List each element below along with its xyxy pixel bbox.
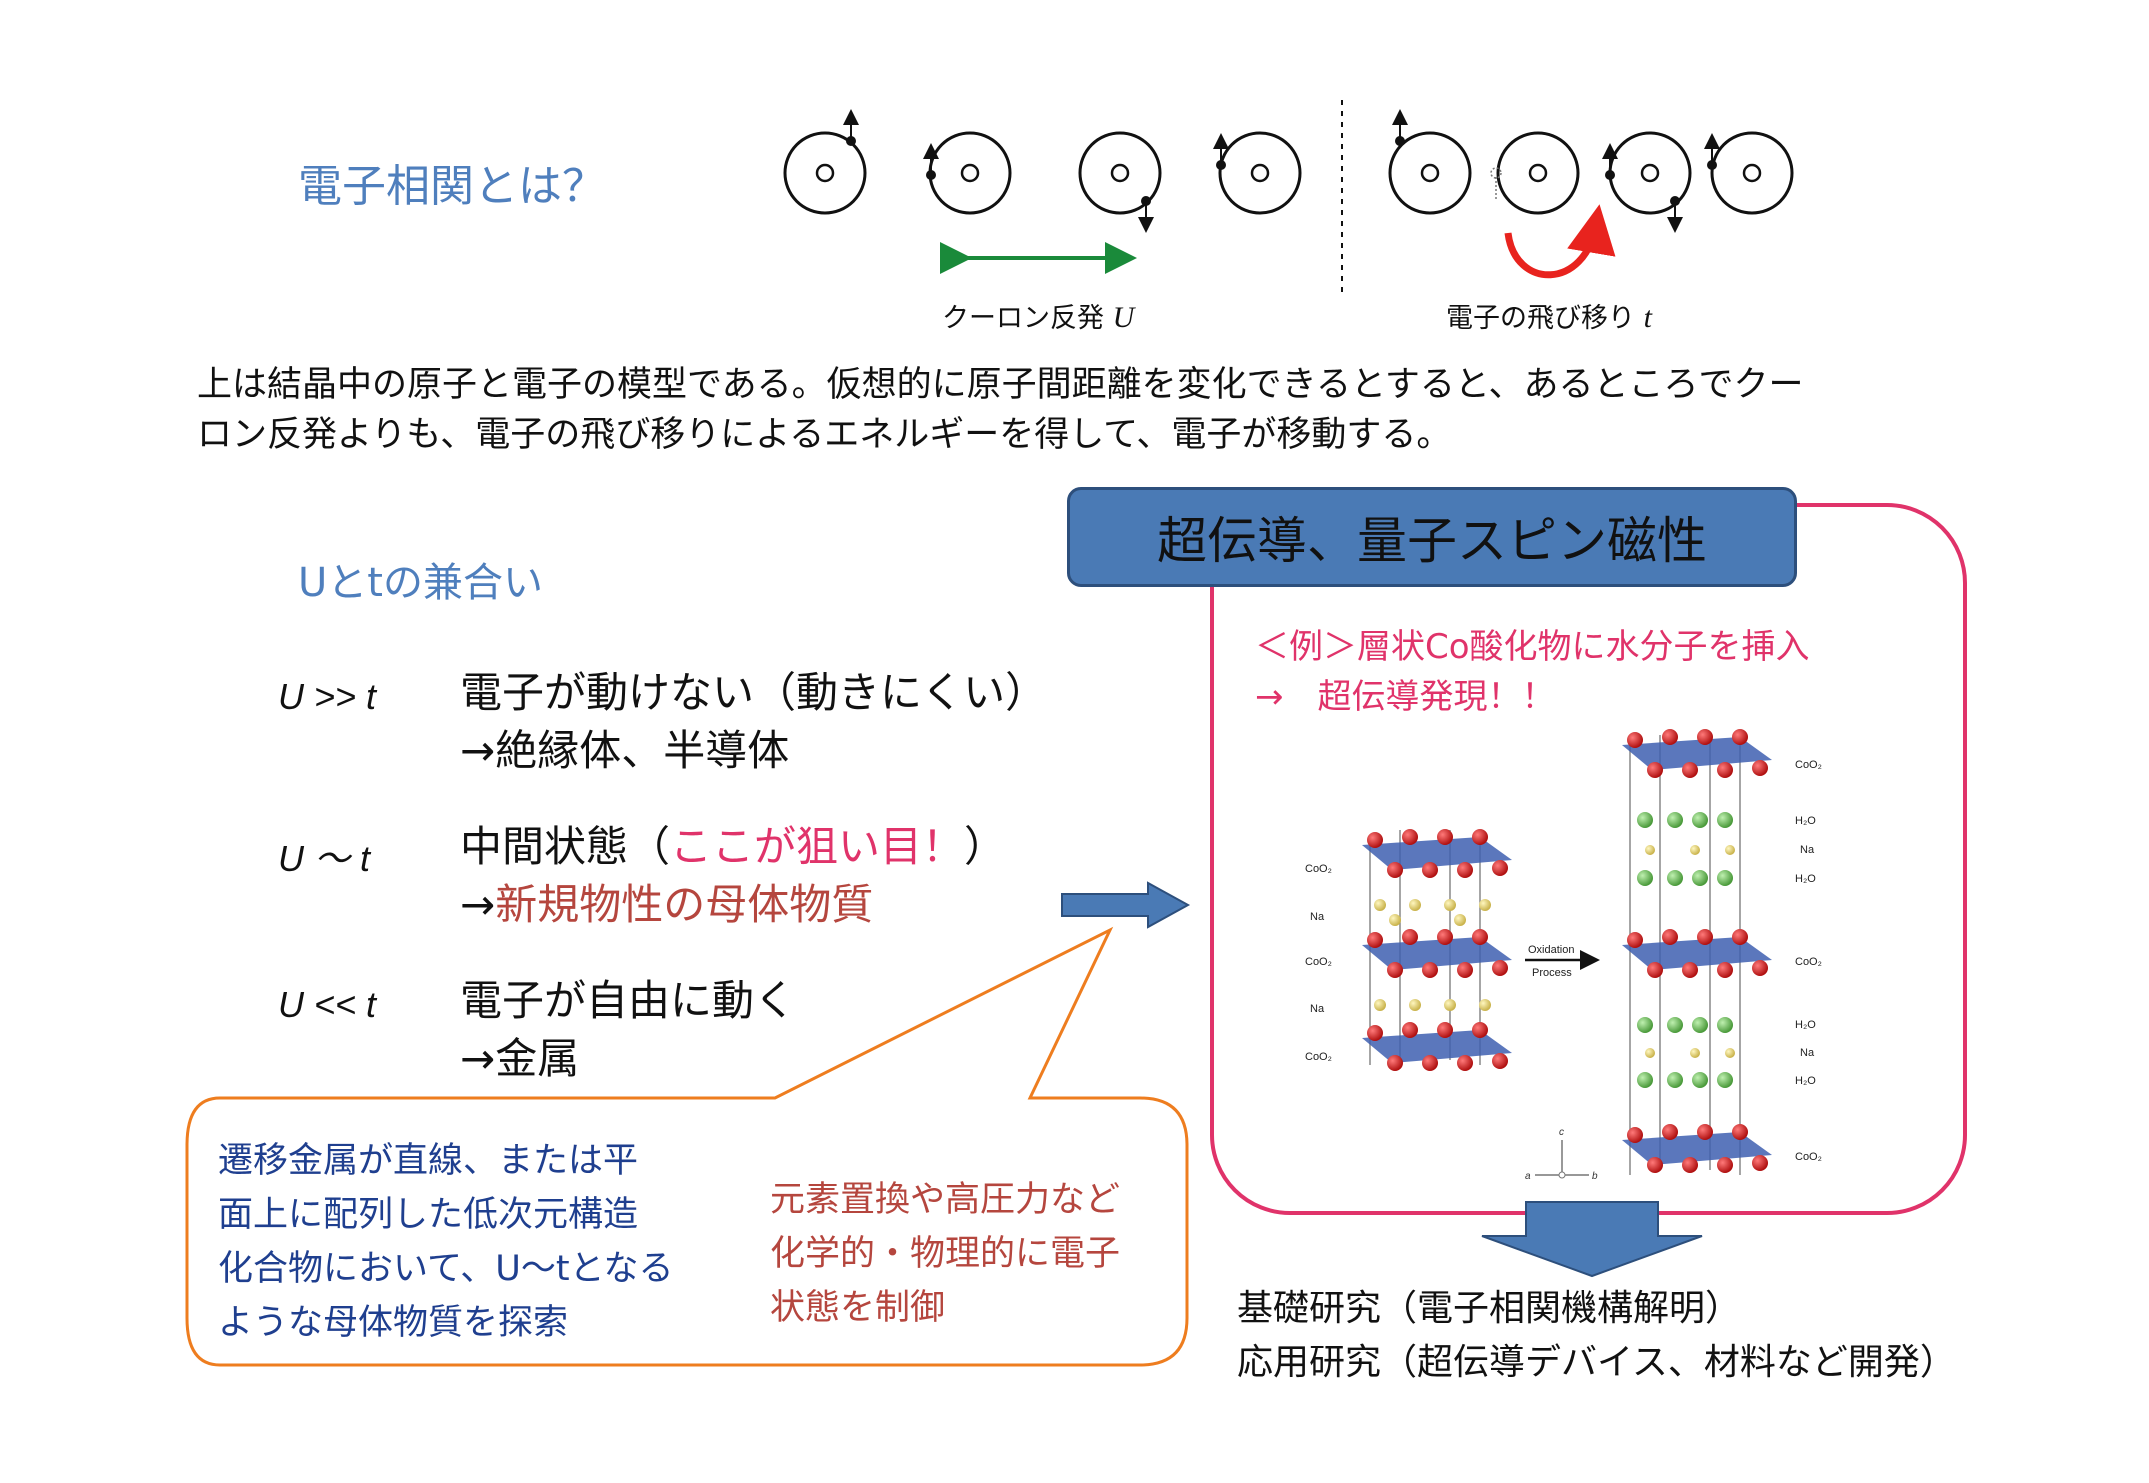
callout-left-line: ような母体物質を探索 — [218, 1303, 569, 1343]
callout-right-text: 元素置換や高圧力など 化学的・物理的に電子 状態を制御 — [770, 1173, 1120, 1335]
hopping-label: 電子の飛び移り t — [1446, 301, 1652, 334]
intro-line-2: ロン反発よりも、電子の飛び移りによるエネルギーを得して、電子が移動する。 — [197, 415, 1452, 455]
row-key-u-gg-t: U >> t — [278, 676, 377, 717]
applied-research-line: 応用研究（超伝導デバイス、材料など開発） — [1237, 1342, 1956, 1383]
hopping-curved-arrow — [1504, 204, 1616, 279]
intro-line-1: 上は結晶中の原子と電子の模型である。仮想的に原子間距離を変化できるとすると、ある… — [197, 365, 1804, 405]
example-line-2: → 超伝導発現！！ — [1255, 677, 1556, 717]
callout-left-line: 化合物において、U〜tとなる — [218, 1249, 674, 1289]
atom-7 — [1602, 131, 1692, 233]
atom-5 — [1388, 109, 1472, 215]
atom-2 — [923, 131, 1012, 215]
research-outcome: 基礎研究（電子相関機構解明） 応用研究（超伝導デバイス、材料など開発） — [1237, 1282, 1956, 1390]
axis-indicator — [1535, 1140, 1589, 1179]
row-1-line-2: →絶縁体、半導体 — [460, 726, 790, 775]
axis-a-label: a — [1525, 1171, 1531, 1182]
row-key-u-sim-t: U 〜 t — [278, 838, 371, 879]
right-label: H₂O — [1795, 1019, 1816, 1031]
right-label: CoO₂ — [1795, 759, 1822, 771]
right-label: Na — [1800, 1047, 1815, 1059]
crystal-structure-figure: CoO₂ Na CoO₂ Na CoO₂ Oxidation Process — [1305, 729, 1822, 1182]
process-label: Process — [1532, 967, 1572, 979]
callout-right-line: 元素置換や高圧力など — [770, 1180, 1121, 1220]
row-key-u-ll-t: U << t — [278, 984, 377, 1025]
new-material-highlight: 新規物性の母体物質 — [495, 880, 874, 929]
callout-bubble — [185, 926, 1189, 1367]
basic-research-line: 基礎研究（電子相関機構解明） — [1237, 1288, 1742, 1329]
atom-1 — [783, 109, 867, 215]
atom-4 — [1213, 131, 1302, 215]
right-label: CoO₂ — [1795, 1151, 1822, 1163]
left-label: CoO₂ — [1305, 956, 1332, 968]
row-1-line-1: 電子が動けない（動きにくい） — [460, 668, 1048, 717]
left-label: Na — [1310, 1003, 1325, 1015]
right-label: H₂O — [1795, 1075, 1816, 1087]
row-3-line-2: →金属 — [460, 1034, 580, 1083]
right-label: H₂O — [1795, 815, 1816, 827]
atom-8 — [1704, 131, 1794, 215]
callout-left-line: 遷移金属が直線、または平 — [218, 1141, 639, 1181]
callout-left-text: 遷移金属が直線、または平 面上に配列した低次元構造 化合物において、U〜tとなる… — [218, 1134, 674, 1350]
left-label: CoO₂ — [1305, 1051, 1332, 1063]
intro-paragraph: 上は結晶中の原子と電子の模型である。仮想的に原子間距離を変化できるとすると、ある… — [197, 360, 1997, 460]
target-highlight: ここが狙い目！ — [670, 822, 965, 871]
left-label: CoO₂ — [1305, 863, 1332, 875]
down-arrow — [1481, 1201, 1703, 1278]
right-crystal — [1622, 729, 1772, 1175]
row-1-text: 電子が動けない（動きにくい） →絶縁体、半導体 — [460, 664, 1047, 780]
right-label: CoO₂ — [1795, 956, 1822, 968]
axis-b-label: b — [1592, 1171, 1598, 1182]
callout-right-line: 化学的・物理的に電子 — [770, 1234, 1121, 1274]
coulomb-label: クーロン反発 U — [942, 301, 1135, 334]
section-title-electron-correlation: 電子相関とは？ — [298, 161, 606, 212]
atom-electron-model-diagram — [783, 100, 1794, 295]
row-3-text: 電子が自由に動く →金属 — [460, 972, 796, 1088]
row-2-text: 中間状態（ここが狙い目！） →新規物性の母体物質 — [460, 818, 1006, 934]
left-label: Na — [1310, 911, 1325, 923]
callout-right-line: 状態を制御 — [770, 1288, 946, 1328]
row-3-line-1: 電子が自由に動く — [460, 976, 797, 1025]
right-label: Na — [1800, 844, 1815, 856]
callout-left-line: 面上に配列した低次元構造 — [218, 1195, 639, 1235]
example-line-1: ＜例＞層状Co酸化物に水分子を挿入 — [1255, 627, 1810, 667]
example-text: ＜例＞層状Co酸化物に水分子を挿入 → 超伝導発現！！ — [1255, 622, 1810, 722]
atom-3 — [1078, 131, 1162, 233]
row-2-line-1: 中間状態（ここが狙い目！） — [460, 822, 1007, 871]
balance-title: Uとtの兼合い — [298, 560, 543, 606]
axis-c-label: c — [1559, 1127, 1564, 1138]
right-arrow — [1061, 881, 1191, 929]
left-crystal — [1362, 829, 1512, 1071]
atom-6 — [1490, 131, 1580, 215]
oxidation-label: Oxidation — [1528, 944, 1574, 956]
right-label: H₂O — [1795, 873, 1816, 885]
row-2-line-2: →新規物性の母体物質 — [460, 880, 874, 929]
banner-superconductivity: 超伝導、量子スピン磁性 — [1067, 487, 1797, 587]
